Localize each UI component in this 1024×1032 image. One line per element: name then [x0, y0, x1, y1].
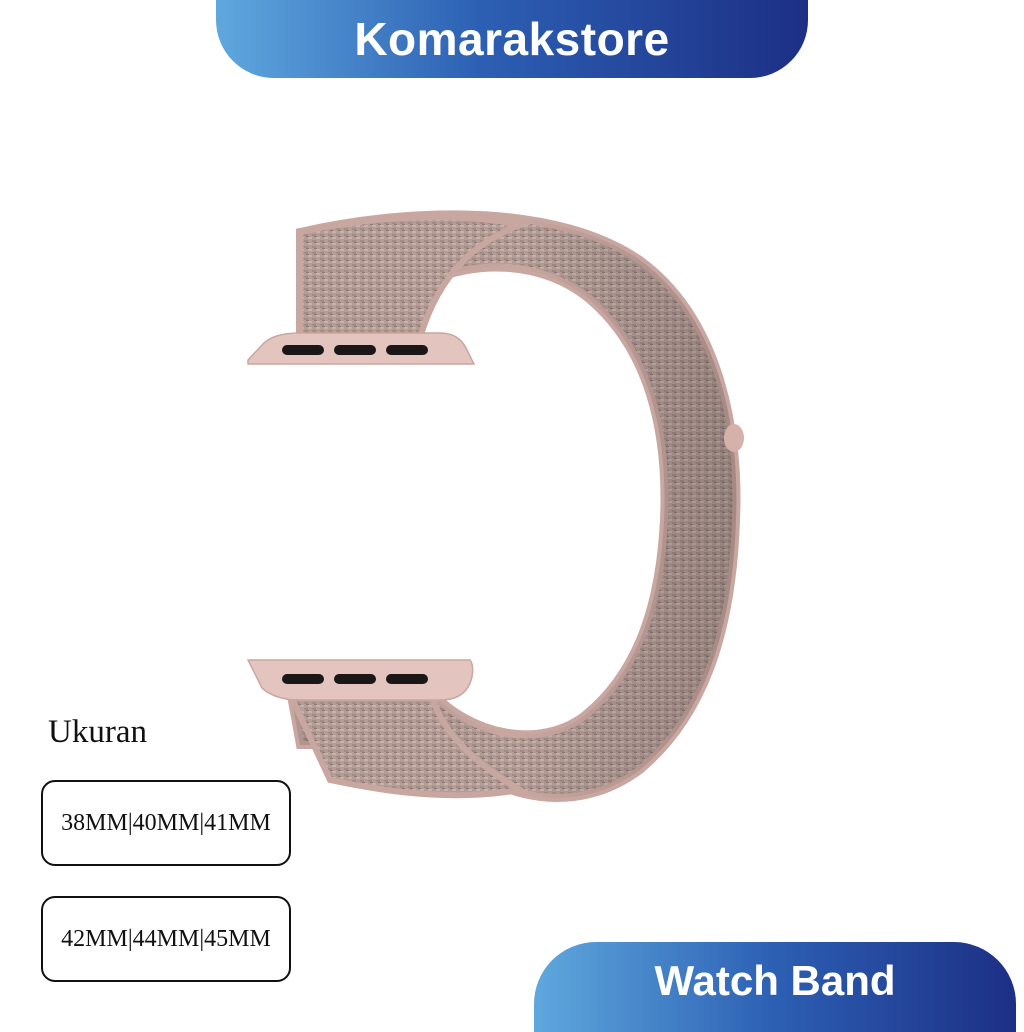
store-name: Komarakstore [354, 13, 670, 65]
size-option-label: 38MM|40MM|41MM [61, 809, 271, 836]
band-top-strap [297, 213, 531, 341]
band-bottom-strap [283, 687, 529, 799]
size-heading: Ukuran [48, 714, 147, 750]
bottom-lug-connector [246, 659, 474, 701]
top-lug-connector [247, 332, 476, 365]
product-category-banner: Watch Band [534, 942, 1016, 1032]
size-option-small: 38MM|40MM|41MM [41, 780, 291, 866]
product-category: Watch Band [654, 957, 896, 1004]
store-name-banner: Komarakstore [216, 0, 808, 78]
size-option-large: 42MM|44MM|45MM [41, 896, 291, 982]
size-option-label: 42MM|44MM|45MM [61, 925, 271, 952]
band-side-tab [724, 424, 744, 452]
